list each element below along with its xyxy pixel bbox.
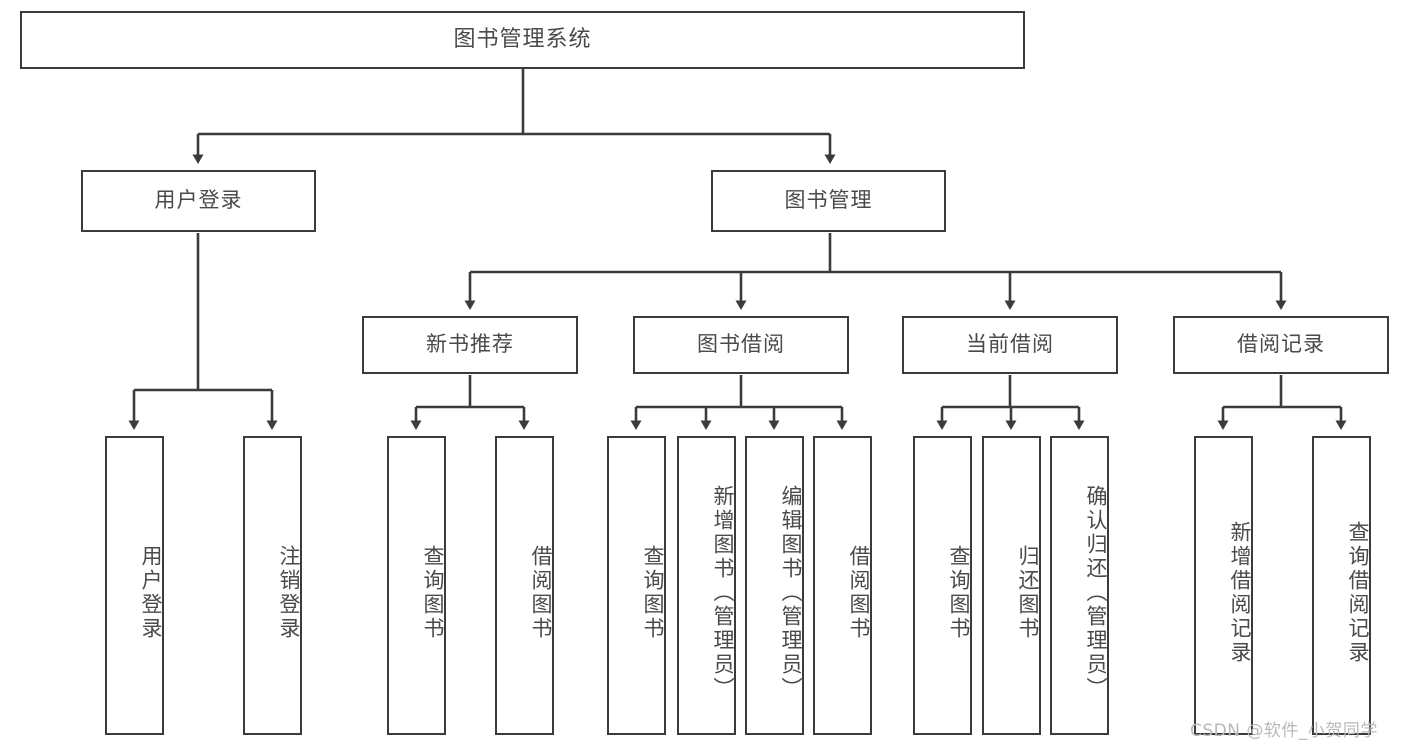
node-user-login[interactable]: 用户登录 xyxy=(81,170,316,232)
node-label: 借阅图书 xyxy=(847,544,871,641)
csdn-watermark: CSDN @软件_小贺同学 xyxy=(1190,721,1378,741)
node-label: 查询图书 xyxy=(421,544,445,641)
node-label: 用户登录 xyxy=(154,188,243,213)
node-label: 查询图书 xyxy=(641,544,665,641)
node-current-borrow[interactable]: 当前借阅 xyxy=(902,316,1118,374)
leaf-user-login[interactable]: 用户登录 xyxy=(105,436,164,735)
leaf-edit-book-admin[interactable]: 编辑图书（管理员） xyxy=(745,436,804,735)
node-label: 图书管理 xyxy=(784,188,873,213)
node-book-borrow[interactable]: 图书借阅 xyxy=(633,316,849,374)
leaf-return-book[interactable]: 归还图书 xyxy=(982,436,1041,735)
node-label: 查询借阅记录 xyxy=(1346,520,1370,665)
node-label: 查询图书 xyxy=(947,544,971,641)
node-label: 新增图书（管理员） xyxy=(711,484,735,701)
node-label: 编辑图书（管理员） xyxy=(779,484,803,701)
node-label: 归还图书 xyxy=(1016,544,1040,641)
node-new-book-recommend[interactable]: 新书推荐 xyxy=(362,316,578,374)
leaf-logout[interactable]: 注销登录 xyxy=(243,436,302,735)
leaf-query-book-recommend[interactable]: 查询图书 xyxy=(387,436,446,735)
leaf-borrow-book-recommend[interactable]: 借阅图书 xyxy=(495,436,554,735)
node-label: 注销登录 xyxy=(277,544,301,641)
node-label: 新增借阅记录 xyxy=(1228,520,1252,665)
node-label: 当前借阅 xyxy=(966,332,1054,357)
node-label: 新书推荐 xyxy=(426,332,514,357)
leaf-query-book-current[interactable]: 查询图书 xyxy=(913,436,972,735)
node-root-library-management-system[interactable]: 图书管理系统 xyxy=(20,11,1025,69)
node-borrow-record[interactable]: 借阅记录 xyxy=(1173,316,1389,374)
node-label: 确认归还（管理员） xyxy=(1084,484,1108,701)
leaf-add-borrow-record[interactable]: 新增借阅记录 xyxy=(1194,436,1253,735)
leaf-query-book-borrow[interactable]: 查询图书 xyxy=(607,436,666,735)
node-label: 图书借阅 xyxy=(697,332,785,357)
node-label: 用户登录 xyxy=(139,544,163,641)
node-label: 借阅记录 xyxy=(1237,332,1325,357)
leaf-confirm-return-admin[interactable]: 确认归还（管理员） xyxy=(1050,436,1109,735)
node-label: 借阅图书 xyxy=(529,544,553,641)
node-book-management[interactable]: 图书管理 xyxy=(711,170,946,232)
node-label: 图书管理系统 xyxy=(453,26,592,52)
leaf-borrow-book[interactable]: 借阅图书 xyxy=(813,436,872,735)
leaf-add-book-admin[interactable]: 新增图书（管理员） xyxy=(677,436,736,735)
leaf-query-borrow-record[interactable]: 查询借阅记录 xyxy=(1312,436,1371,735)
